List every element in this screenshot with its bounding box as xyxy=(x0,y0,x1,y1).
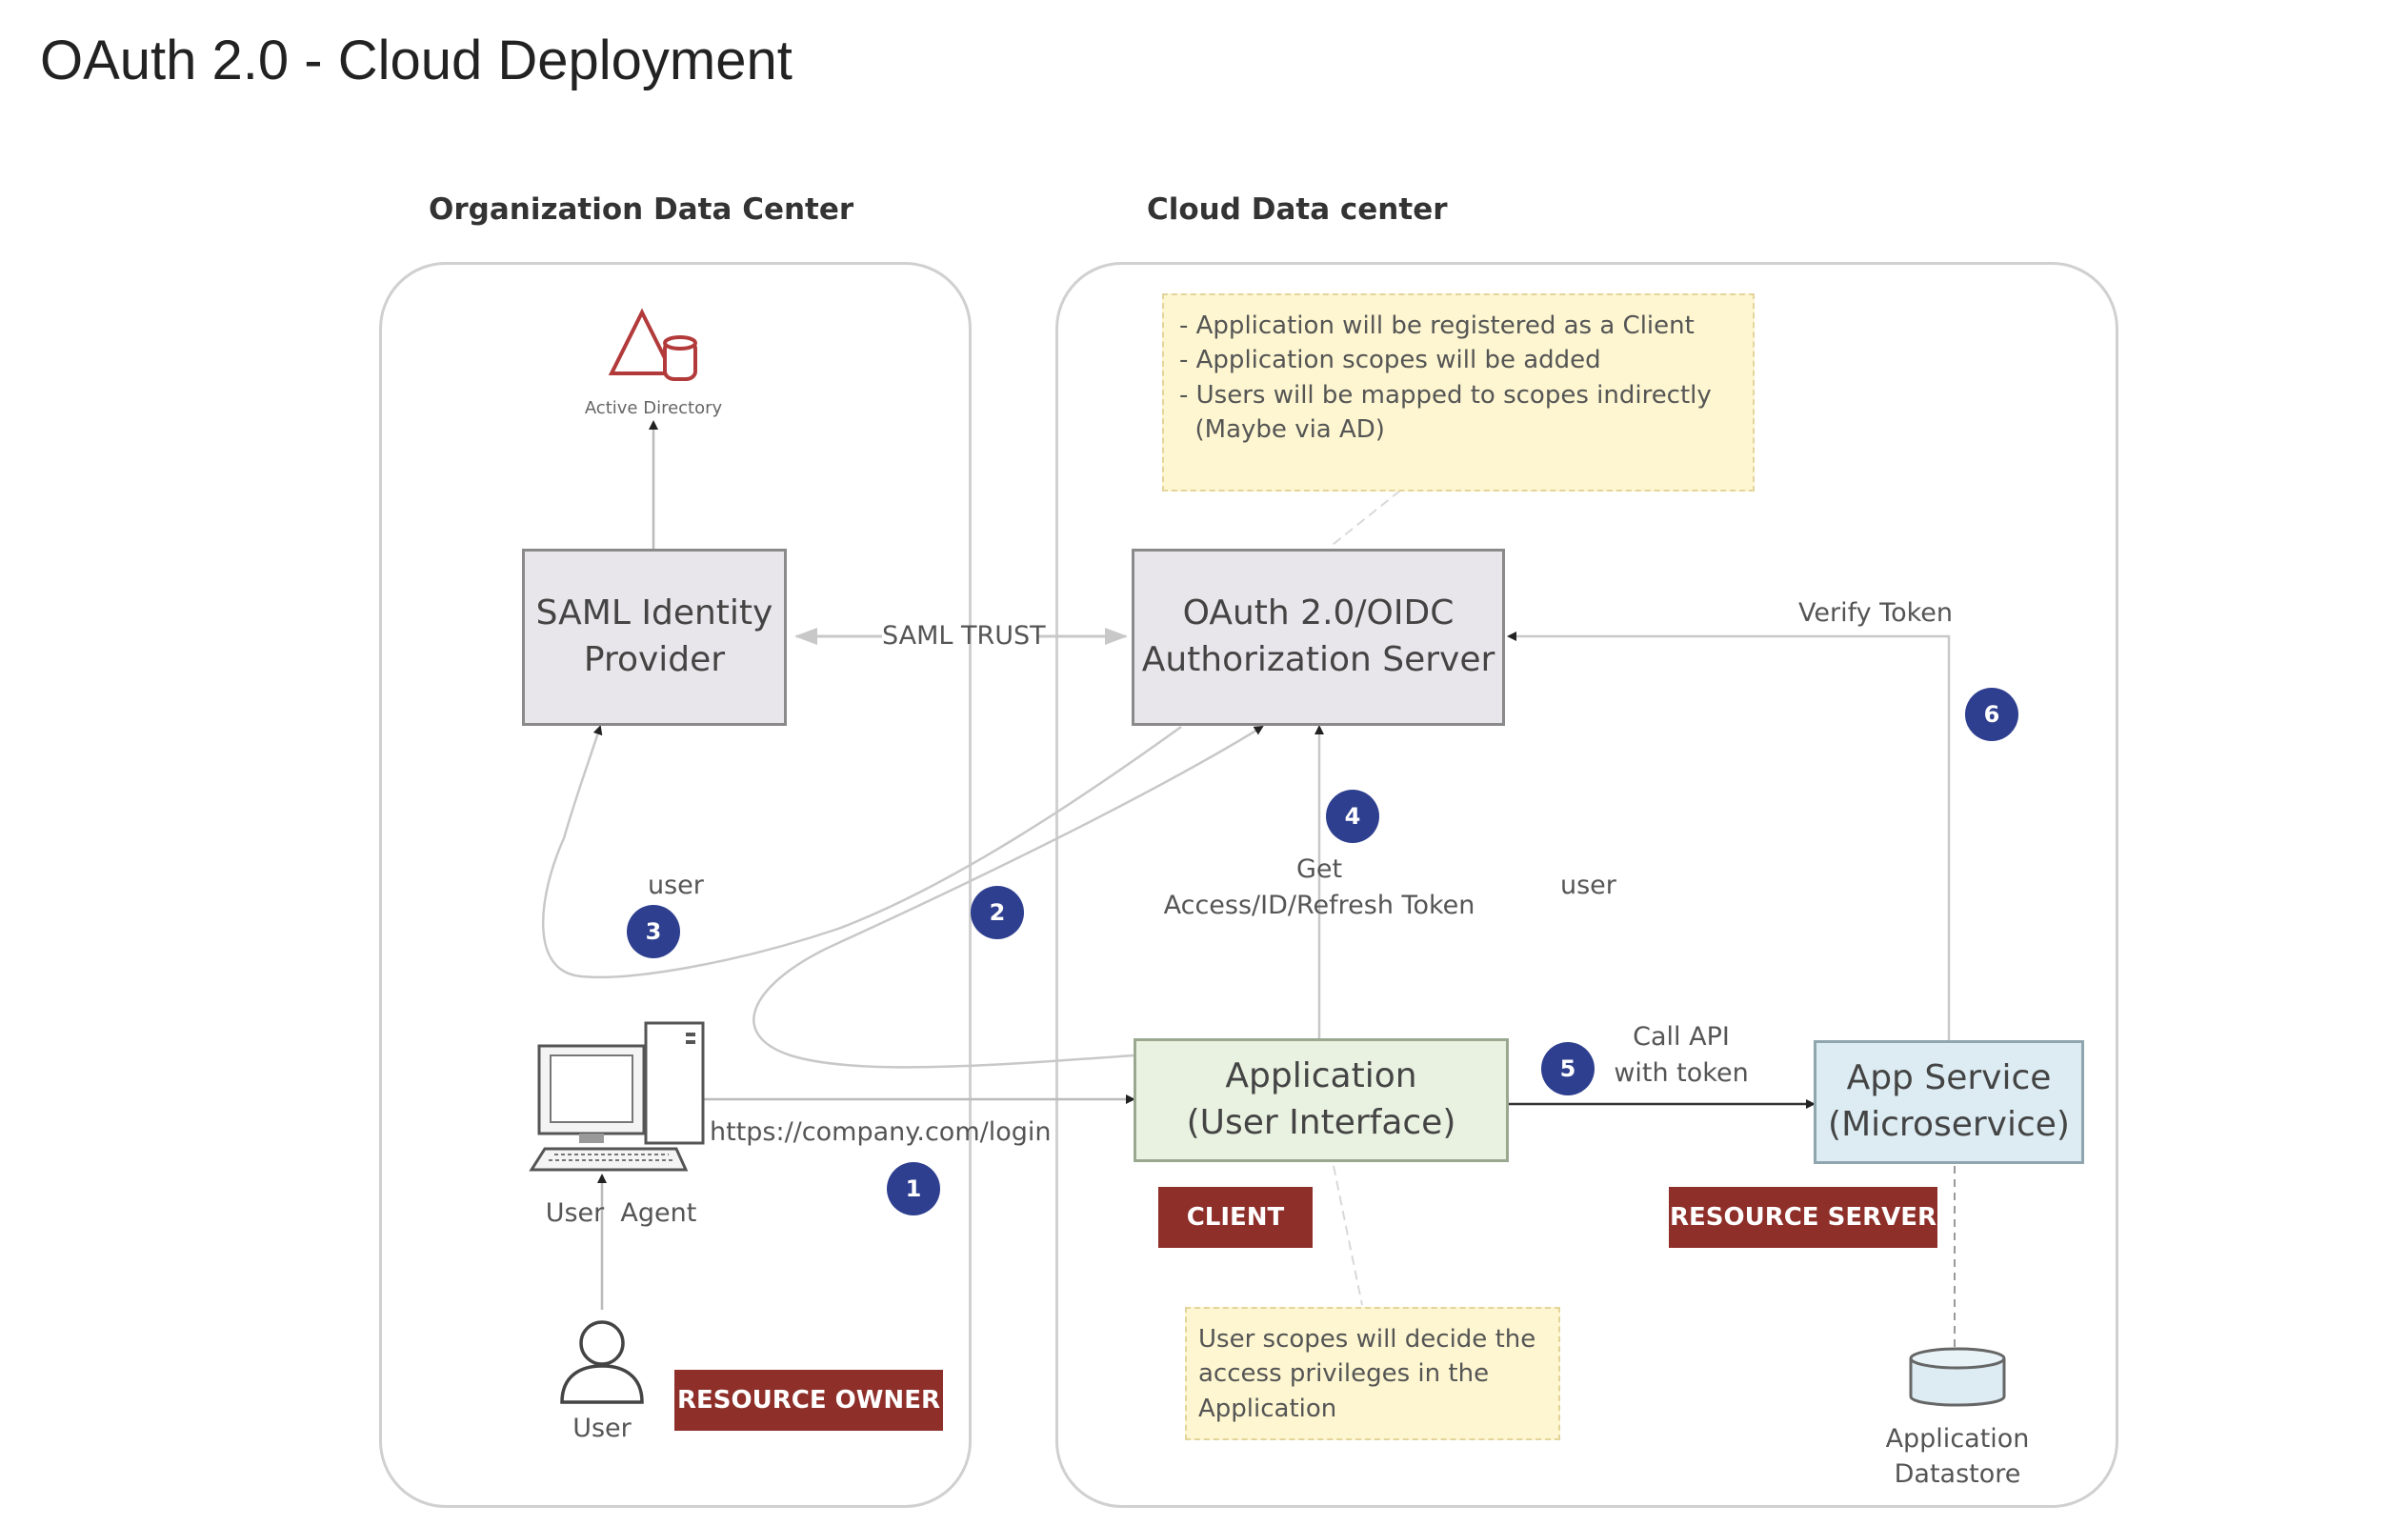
step-2-badge: 2 xyxy=(971,886,1024,939)
application-line2: (User Interface) xyxy=(1186,1103,1456,1142)
call-api-line2: with token xyxy=(1614,1058,1749,1089)
get-token-line2: Access/ID/Refresh Token xyxy=(1163,890,1475,920)
cloud-note-line1: - Application will be registered as a Cl… xyxy=(1179,311,1695,340)
call-api-label: Call API with token xyxy=(1602,1019,1760,1093)
get-token-line1: Get xyxy=(1295,854,1343,884)
datastore-line2: Datastore xyxy=(1894,1459,2021,1490)
cloud-datacenter-label: Cloud Data center xyxy=(1147,192,1448,227)
app-service-microservice: App Service (Microservice) xyxy=(1814,1040,2084,1164)
user-label: User xyxy=(572,1414,632,1443)
client-note-line1: User scopes will decide the xyxy=(1198,1325,1536,1354)
org-datacenter-label: Organization Data Center xyxy=(429,192,854,227)
call-api-line1: Call API xyxy=(1633,1022,1730,1052)
app-service-line2: (Microservice) xyxy=(1828,1105,2070,1144)
page-title: OAuth 2.0 - Cloud Deployment xyxy=(40,30,793,91)
application-datastore-label: Application Datastore xyxy=(1867,1421,2048,1493)
resource-owner-tag: RESOURCE OWNER xyxy=(674,1370,943,1431)
cloud-note-line3: - Users will be mapped to scopes indirec… xyxy=(1179,380,1712,410)
active-directory-icon xyxy=(606,305,701,400)
cloud-note-callout xyxy=(1328,490,1401,549)
step-3-badge: 3 xyxy=(627,905,680,958)
client-scopes-note: User scopes will decide the access privi… xyxy=(1185,1307,1560,1440)
user-agent-label: User Agent xyxy=(545,1198,697,1228)
saml-idp-line2: Provider xyxy=(583,640,726,679)
cloud-note-line4: (Maybe via AD) xyxy=(1179,415,1385,445)
step-4-badge: 4 xyxy=(1326,790,1379,843)
datastore-line1: Application xyxy=(1885,1424,2030,1454)
client-note-callout xyxy=(1333,1165,1363,1306)
active-directory-label: Active Directory xyxy=(584,398,723,418)
cloud-note-line2: - Application scopes will be added xyxy=(1179,346,1601,375)
saml-trust-label: SAML TRUST xyxy=(882,621,1046,651)
step-6-badge: 6 xyxy=(1965,688,2018,741)
application-line1: Application xyxy=(1225,1056,1417,1096)
verify-token-label: Verify Token xyxy=(1798,598,1953,628)
application-user-interface: Application (User Interface) xyxy=(1134,1038,1509,1162)
application-datastore-icon xyxy=(1905,1345,2010,1412)
step-1-badge: 1 xyxy=(887,1162,940,1215)
user-person-icon xyxy=(556,1318,648,1406)
get-token-label: Get Access/ID/Refresh Token xyxy=(1143,852,1495,924)
client-note-line2: access privileges in the xyxy=(1198,1359,1490,1389)
cloud-registration-note: - Application will be registered as a Cl… xyxy=(1162,293,1755,492)
client-note-line3: Application xyxy=(1198,1394,1337,1423)
client-tag: CLIENT xyxy=(1158,1187,1313,1248)
cloud-datacenter-region xyxy=(1055,262,2118,1508)
auth-server-line2: Authorization Server xyxy=(1141,640,1495,679)
saml-idp-line1: SAML Identity xyxy=(535,593,773,633)
app-service-line1: App Service xyxy=(1846,1058,2052,1098)
resource-server-tag: RESOURCE SERVER xyxy=(1669,1187,1937,1248)
auth-server-line1: OAuth 2.0/OIDC xyxy=(1182,593,1455,633)
verify-token-arrow xyxy=(1507,632,1951,1040)
user-agent-computer-icon xyxy=(526,1017,716,1179)
redirect-curve-step2 xyxy=(752,725,1264,1069)
saml-identity-provider: SAML Identity Provider xyxy=(522,549,787,726)
step-5-badge: 5 xyxy=(1541,1042,1595,1095)
login-url-label: https://company.com/login xyxy=(710,1117,1052,1147)
user-label-left: user xyxy=(648,871,704,900)
authorization-server: OAuth 2.0/OIDC Authorization Server xyxy=(1132,549,1505,726)
org-datacenter-region xyxy=(379,262,972,1508)
user-label-right: user xyxy=(1560,871,1616,900)
auth-curve-step3 xyxy=(541,725,1182,979)
